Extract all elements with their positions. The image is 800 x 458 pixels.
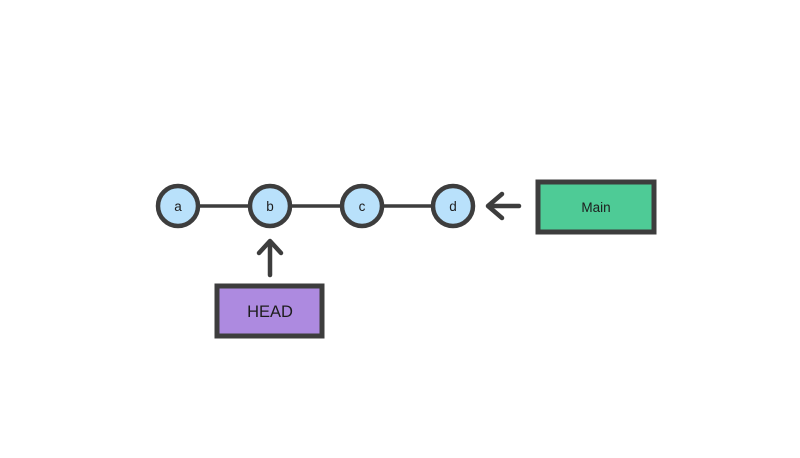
commit-node-c: c (339, 183, 385, 229)
main-branch-box (535, 179, 657, 235)
commit-circle (247, 183, 293, 229)
main-branch-text: Main (581, 200, 610, 215)
commit-node-d: d (430, 183, 476, 229)
head-label: HEAD (214, 283, 325, 339)
commit-node-b: b (247, 183, 293, 229)
head-box (214, 283, 325, 339)
head-text: HEAD (247, 303, 293, 321)
commit-label: c (359, 199, 366, 214)
main-branch-label: Main (535, 179, 657, 235)
commit-label: a (174, 199, 182, 214)
commit-circle (339, 183, 385, 229)
commit-label: d (449, 199, 457, 214)
arrow-up-icon (256, 238, 284, 278)
arrow-left-icon (485, 191, 522, 221)
commit-node-a: a (155, 183, 201, 229)
commit-label: b (266, 199, 274, 214)
commit-circle (430, 183, 476, 229)
commit-circle (155, 183, 201, 229)
